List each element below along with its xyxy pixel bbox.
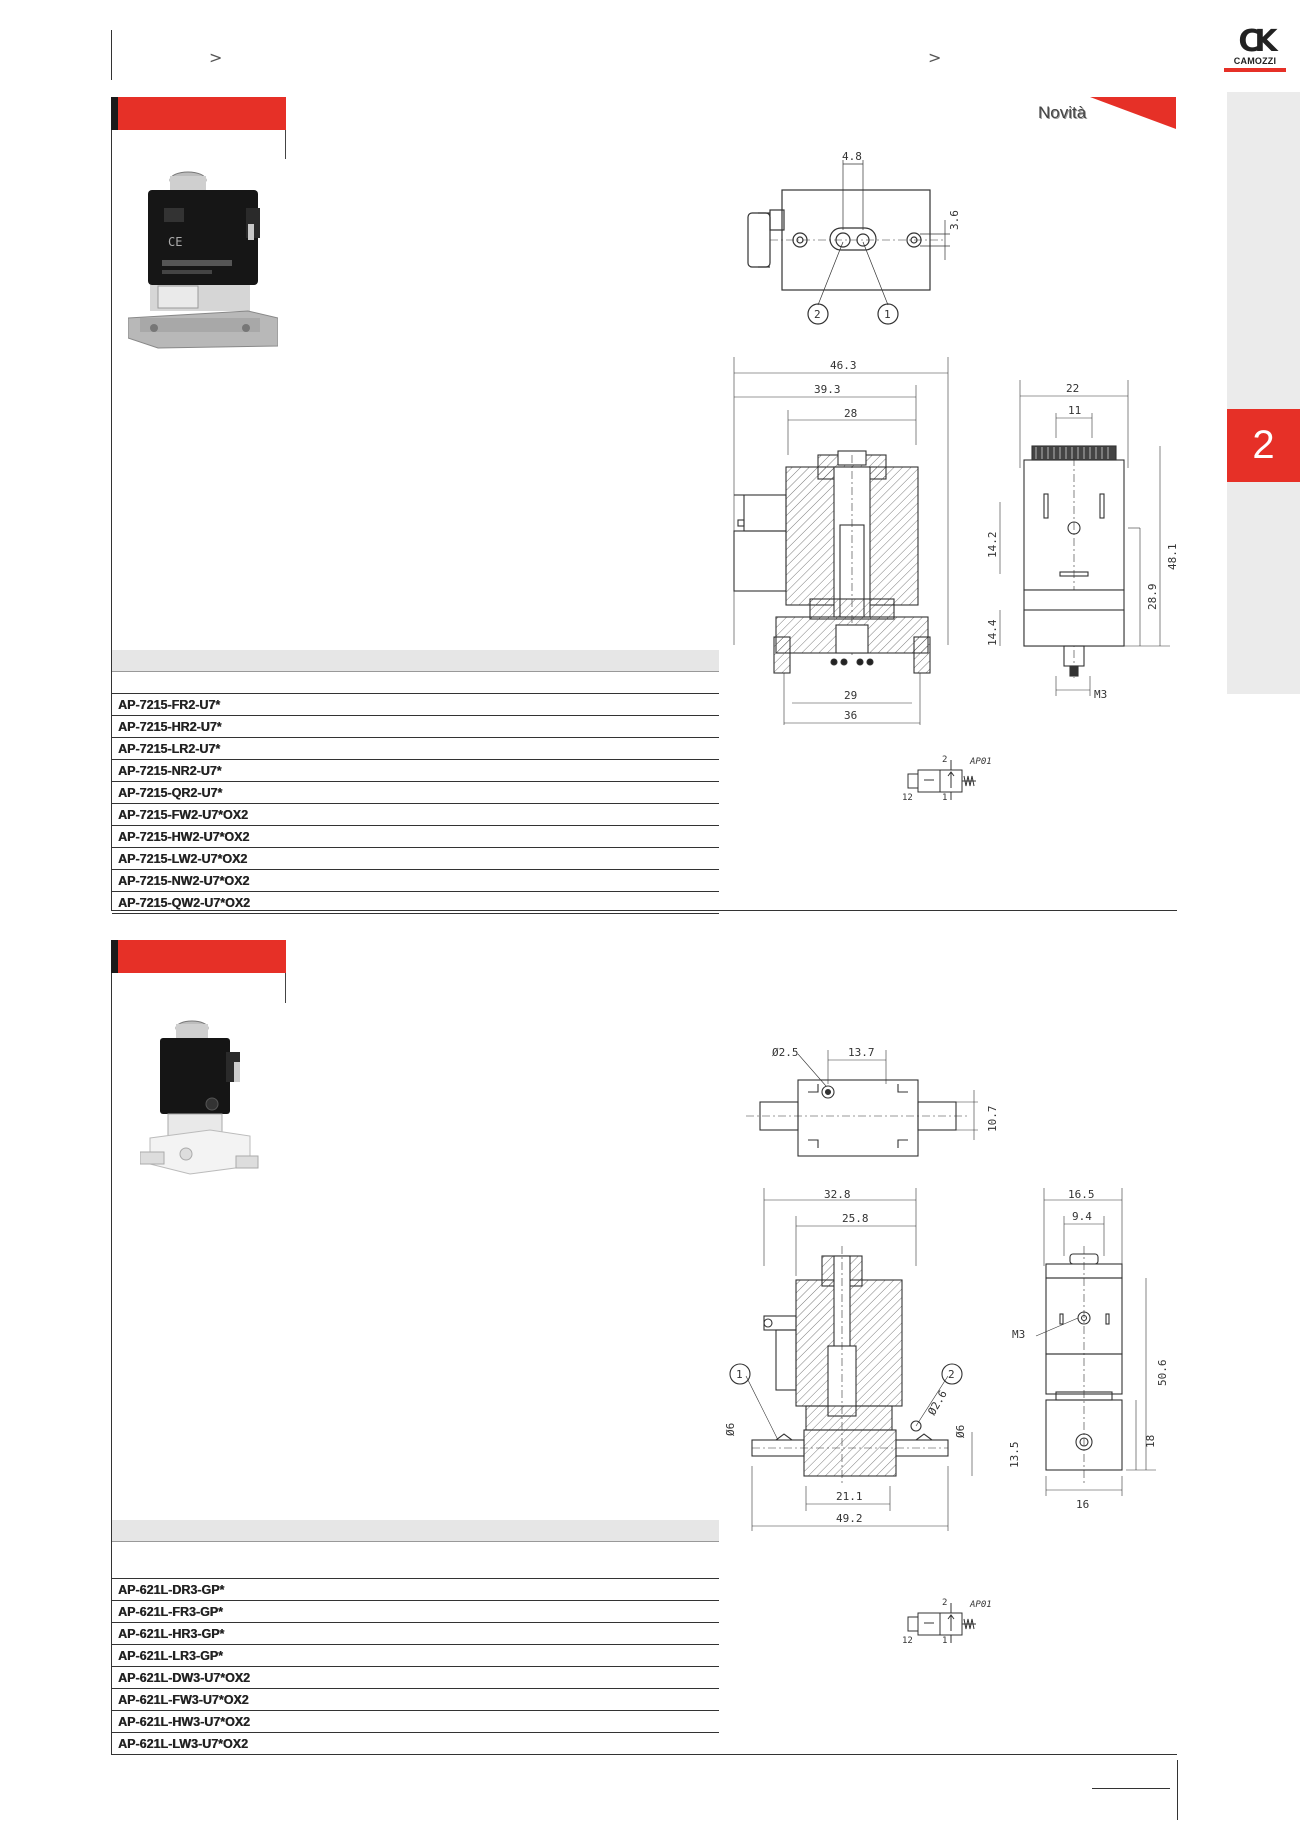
camozzi-logo-name: CAMOZZI — [1233, 56, 1277, 66]
dim-49-2: 49.2 — [836, 1512, 863, 1525]
dim-m3: M3 — [1012, 1328, 1025, 1341]
dim-11: 11 — [1068, 404, 1081, 417]
section2-code-table: AP-621L-DR3-GP*AP-621L-FR3-GP*AP-621L-HR… — [112, 1520, 719, 1755]
table-row: AP-7215-LW2-U7*OX2 — [112, 848, 719, 870]
table-row: AP-7215-QR2-U7* — [112, 782, 719, 804]
dim-16: 16 — [1076, 1498, 1089, 1511]
footer-vertical-rule — [1177, 1760, 1178, 1820]
dim-28-9: 28.9 — [1146, 584, 1159, 611]
novita-badge-triangle — [1090, 97, 1176, 129]
dim-phi-6-right: Ø6 — [954, 1425, 967, 1438]
dim-50-6: 50.6 — [1156, 1360, 1169, 1387]
dim-14-4: 14.4 — [986, 619, 999, 646]
dim-14-2: 14.2 — [986, 532, 999, 559]
dim-39-3: 39.3 — [814, 383, 841, 396]
symbol-port-1: 1 — [942, 1636, 947, 1645]
dim-21-1: 21.1 — [836, 1490, 863, 1503]
symbol-port-2: 2 — [942, 755, 947, 765]
camozzi-logo: CK CAMOZZI — [1224, 24, 1286, 72]
symbol-code: AP01 — [969, 1600, 992, 1610]
section2-tab-rule — [285, 973, 286, 1003]
section1-left-rule — [111, 130, 112, 910]
dim-18: 18 — [1144, 1435, 1157, 1448]
novita-badge-label: Novità — [1038, 103, 1087, 122]
table-row: AP-621L-LW3-U7*OX2 — [112, 1733, 719, 1755]
section1-table-blank-row — [112, 672, 719, 694]
port-2-label: 2 — [948, 1368, 955, 1381]
section2-title-tab — [111, 940, 286, 973]
table-row: AP-7215-HW2-U7*OX2 — [112, 826, 719, 848]
dim-phi-2-6: Ø2.6 — [925, 1388, 950, 1417]
table-row: AP-621L-DW3-U7*OX2 — [112, 1667, 719, 1689]
section1-title-tab — [111, 97, 286, 130]
dim-phi-2-5: Ø2.5 — [772, 1046, 799, 1059]
dim-10-7: 10.7 — [986, 1106, 999, 1133]
section2-left-rule — [111, 973, 112, 1755]
table-row: AP-621L-HR3-GP* — [112, 1623, 719, 1645]
section2-top-view-drawing: Ø2.5 13.7 10.7 — [746, 1046, 999, 1157]
dim-4-8: 4.8 — [842, 150, 862, 163]
table-row: AP-621L-LR3-GP* — [112, 1645, 719, 1667]
dim-32-8: 32.8 — [824, 1188, 851, 1201]
section2-pneumatic-symbol: 2 AP01 12 1 — [902, 1598, 992, 1645]
port-1-label: 1 — [884, 308, 891, 321]
dim-22: 22 — [1066, 382, 1079, 395]
breadcrumb-separator-right: > — [928, 48, 942, 67]
dim-13-5: 13.5 — [1008, 1442, 1021, 1469]
dim-m3: M3 — [1094, 688, 1107, 701]
dim-phi-6-left: Ø6 — [724, 1423, 737, 1436]
section2-table-header — [112, 1520, 719, 1542]
table-row: AP-621L-DR3-GP* — [112, 1579, 719, 1601]
symbol-port-12: 12 — [902, 1636, 913, 1645]
svg-text:CE: CE — [168, 235, 182, 249]
table-row: AP-7215-NR2-U7* — [112, 760, 719, 782]
dim-28: 28 — [844, 407, 857, 420]
section1-section-view-drawing: 46.3 39.3 28 29 36 — [733, 357, 949, 725]
chapter-sidebar — [1227, 92, 1300, 694]
section1-code-table: AP-7215-FR2-U7*AP-7215-HR2-U7*AP-7215-LR… — [112, 650, 719, 914]
dim-3-6: 3.6 — [948, 210, 961, 230]
dim-46-3: 46.3 — [830, 359, 857, 372]
dim-29: 29 — [844, 689, 857, 702]
table-row: AP-7215-LR2-U7* — [112, 738, 719, 760]
camozzi-logo-mark: CK — [1238, 24, 1277, 59]
port-1-label: 1 — [736, 1368, 743, 1381]
symbol-code: AP01 — [969, 757, 992, 767]
port-2-label: 2 — [814, 308, 821, 321]
table-row: AP-621L-FW3-U7*OX2 — [112, 1689, 719, 1711]
table-row: AP-7215-QW2-U7*OX2 — [112, 892, 719, 914]
table-row: AP-7215-FR2-U7* — [112, 694, 719, 716]
section2-bottom-rule — [111, 1754, 1177, 1755]
table-row: AP-621L-HW3-U7*OX2 — [112, 1711, 719, 1733]
table-row: AP-621L-FR3-GP* — [112, 1601, 719, 1623]
section2-side-view-drawing: 16.5 9.4 M3 50.6 18 16 — [1012, 1188, 1169, 1511]
dim-9-4: 9.4 — [1072, 1210, 1092, 1223]
dim-36: 36 — [844, 709, 857, 722]
section2-product-photo — [140, 1020, 259, 1175]
symbol-port-1: 1 — [942, 793, 947, 802]
section1-top-view-drawing: 4.8 3.6 2 1 — [747, 150, 961, 325]
dim-16-5: 16.5 — [1068, 1188, 1095, 1201]
table-row: AP-7215-FW2-U7*OX2 — [112, 804, 719, 826]
section1-tab-rule — [285, 130, 286, 159]
section1-product-photo: CE — [128, 168, 278, 358]
section1-bottom-rule — [111, 910, 1177, 911]
logo-red-bar — [1224, 68, 1286, 72]
section1-table-header — [112, 650, 719, 672]
dim-13-7: 13.7 — [848, 1046, 875, 1059]
section1-side-view-drawing: 22 11 14.2 14.4 28.9 48.1 M3 — [986, 380, 1179, 701]
table-row: AP-7215-NW2-U7*OX2 — [112, 870, 719, 892]
section1-pneumatic-symbol: 2 AP01 12 1 — [902, 755, 992, 802]
dim-25-8: 25.8 — [842, 1212, 869, 1225]
section2-table-blank-row — [112, 1542, 719, 1579]
breadcrumb-separator-left: > — [209, 48, 223, 67]
header-left-rule — [111, 30, 112, 80]
section2-section-view-drawing: 32.8 25.8 1 2 Ø2.6 Ø6 Ø6 13.5 21.1 49.2 — [724, 1188, 1021, 1531]
footer-page-rule — [1092, 1788, 1170, 1789]
symbol-port-12: 12 — [902, 793, 913, 802]
dim-48-1: 48.1 — [1166, 544, 1179, 571]
symbol-port-2: 2 — [942, 1598, 947, 1608]
chapter-number-tab[interactable]: 2 — [1227, 409, 1300, 482]
table-row: AP-7215-HR2-U7* — [112, 716, 719, 738]
